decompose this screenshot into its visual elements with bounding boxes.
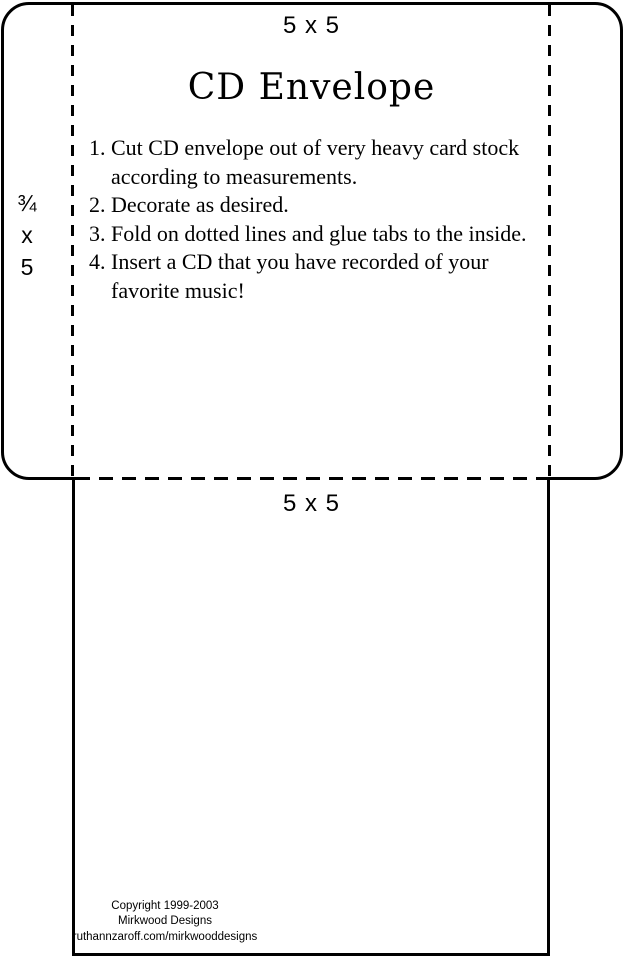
instruction-item: Decorate as desired.: [111, 191, 536, 220]
fold-line-left: [71, 5, 74, 476]
fold-line-right: [548, 5, 551, 476]
copyright-line: Mirkwood Designs: [118, 915, 212, 928]
envelope-flap-outline: [1, 2, 623, 480]
instructions-list: Cut CD envelope out of very heavy card s…: [84, 134, 536, 306]
instruction-item: Insert a CD that you have recorded of yo…: [111, 248, 536, 305]
instruction-item: Cut CD envelope out of very heavy card s…: [111, 134, 536, 191]
side-tab-size-label: ¾ x 5: [4, 187, 50, 283]
instruction-item: Fold on dotted lines and glue tabs to th…: [111, 220, 536, 249]
copyright-line: Copyright 1999-2003: [111, 900, 219, 912]
envelope-title: CD Envelope: [187, 67, 436, 108]
fold-line-bottom: [76, 477, 548, 480]
copyright-line: ruthannzaroff.com/mirkwooddesigns: [72, 930, 258, 943]
back-panel-size-label: 5 x 5: [282, 490, 341, 517]
back-panel-outline: [72, 480, 550, 956]
side-tab-size-line: ¾: [17, 190, 37, 216]
flap-size-label: 5 x 5: [282, 12, 341, 39]
copyright-notice: Copyright 1999-2003 Mirkwood Designs rut…: [55, 899, 275, 945]
side-tab-size-line: 5: [20, 254, 34, 280]
side-tab-size-line: x: [21, 222, 33, 248]
